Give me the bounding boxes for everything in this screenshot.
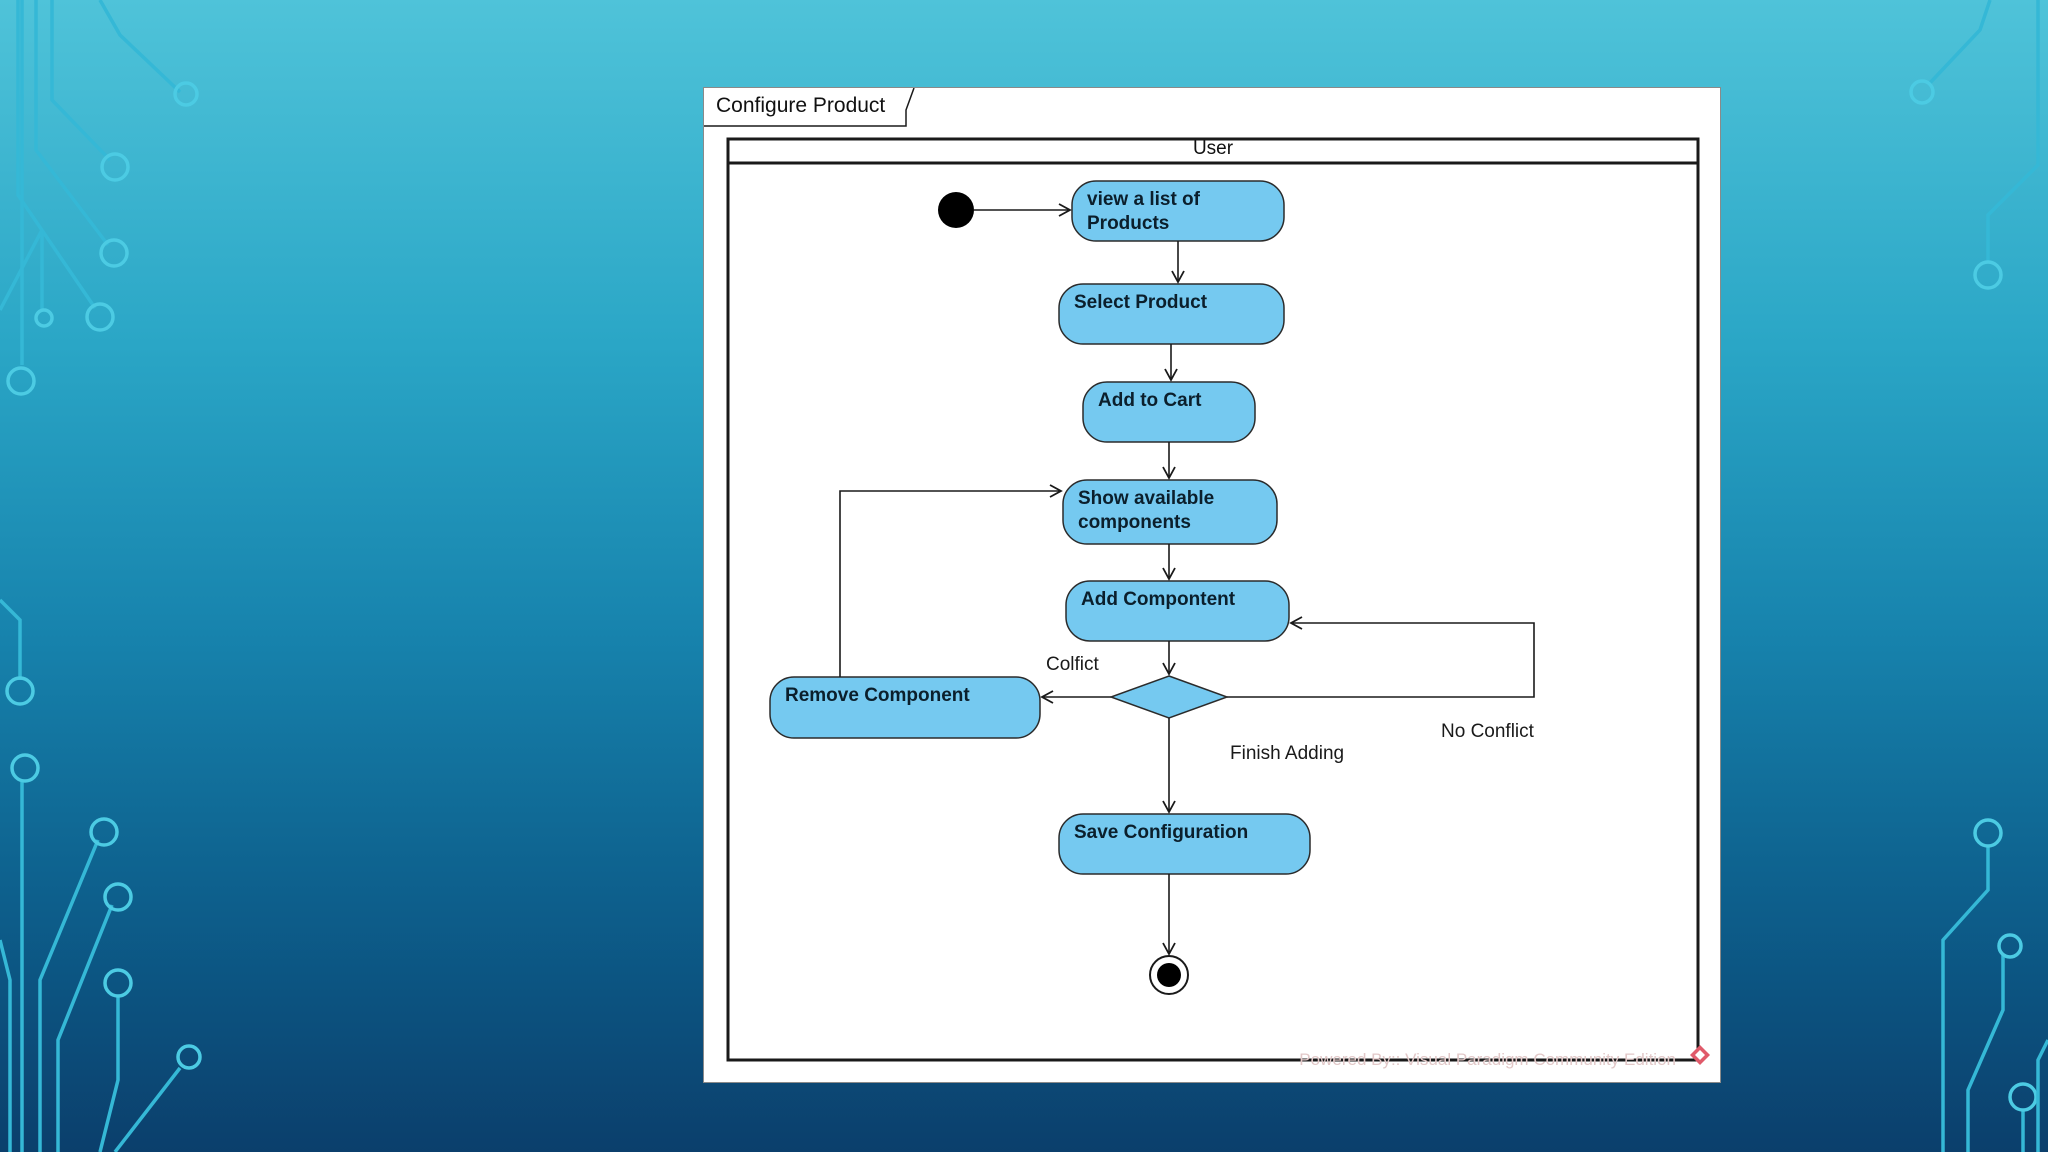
action-label-add-to-cart: Add to Cart <box>1098 390 1202 411</box>
partition-name: User <box>1192 138 1234 159</box>
action-label-save-configuration: Save Configuration <box>1074 822 1249 843</box>
flow-remove-to-show <box>839 484 1063 677</box>
activity-diagram-canvas <box>704 88 1710 1065</box>
activity-diagram-panel: Configure Product User view a list of Pr… <box>703 87 1721 1083</box>
action-label-select-product: Select Product <box>1074 292 1208 313</box>
decision-node <box>1108 675 1230 719</box>
initial-node <box>938 192 974 228</box>
circuit-decoration-right <box>1909 0 2048 1152</box>
circuit-decoration-left <box>0 0 202 1152</box>
action-show-components[interactable] <box>1062 479 1278 545</box>
watermark-text: Powered By:: Visual Paradigm Community E… <box>1299 1050 1676 1069</box>
guard-finish-adding: Finish Adding <box>1230 743 1345 764</box>
frame-title: Configure Product <box>716 94 886 117</box>
action-label-show-components: Show available components <box>1078 488 1215 533</box>
frame-title-tab <box>704 88 915 127</box>
visual-paradigm-logo-icon <box>1690 1045 1710 1065</box>
guard-no-conflict: No Conflict <box>1441 721 1534 742</box>
action-label-add-component: Add Compontent <box>1081 589 1236 610</box>
partition-user-lane <box>726 137 1700 1062</box>
flow-no-conflict-to-add <box>1227 616 1535 698</box>
guard-conflict: Colfict <box>1046 654 1099 675</box>
action-remove-component[interactable] <box>769 676 1041 739</box>
final-node <box>1157 963 1181 987</box>
action-save-configuration[interactable] <box>1058 813 1311 875</box>
action-add-component[interactable] <box>1065 580 1290 642</box>
action-label-remove-component: Remove Component <box>785 685 970 706</box>
action-label-view-products: view a list of Products <box>1087 189 1200 234</box>
